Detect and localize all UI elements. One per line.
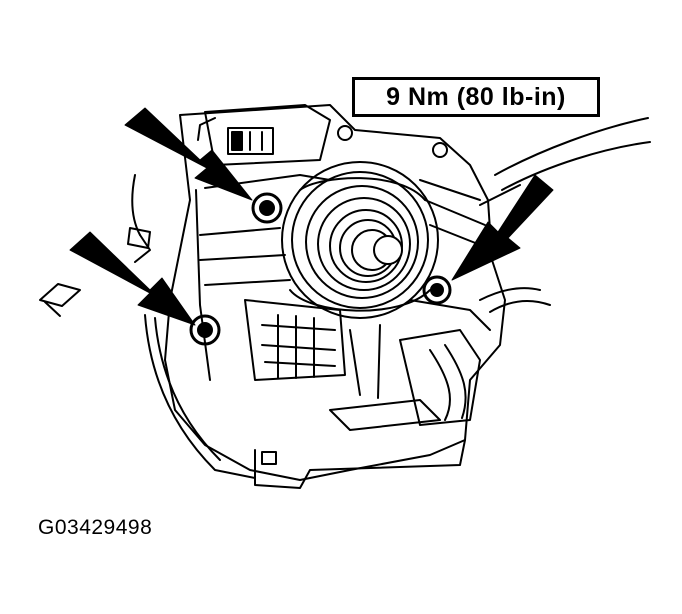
retaining-screw-upper: [251, 192, 283, 224]
left-wire-connector: [39, 174, 151, 317]
wiring-harness-upper: [479, 117, 651, 206]
retaining-screw-lower: [189, 314, 221, 346]
lower-shroud: [144, 314, 466, 489]
top-screw-bosses: [337, 125, 448, 158]
upper-connector: [197, 104, 331, 166]
lower-connector-block: [244, 299, 346, 381]
arrow-upper-screw: [124, 107, 253, 201]
arrow-right-screw: [451, 174, 554, 281]
clockspring-spiral: [281, 161, 439, 319]
lower-right-plug: [399, 287, 551, 426]
torque-spec-text: 9 Nm (80 lb-in): [386, 82, 566, 111]
figure-id-label: G03429498: [38, 516, 153, 539]
arrow-lower-screw: [69, 231, 196, 326]
torque-spec-callout: 9 Nm (80 lb-in): [352, 77, 600, 117]
retaining-screw-right: [422, 275, 452, 305]
